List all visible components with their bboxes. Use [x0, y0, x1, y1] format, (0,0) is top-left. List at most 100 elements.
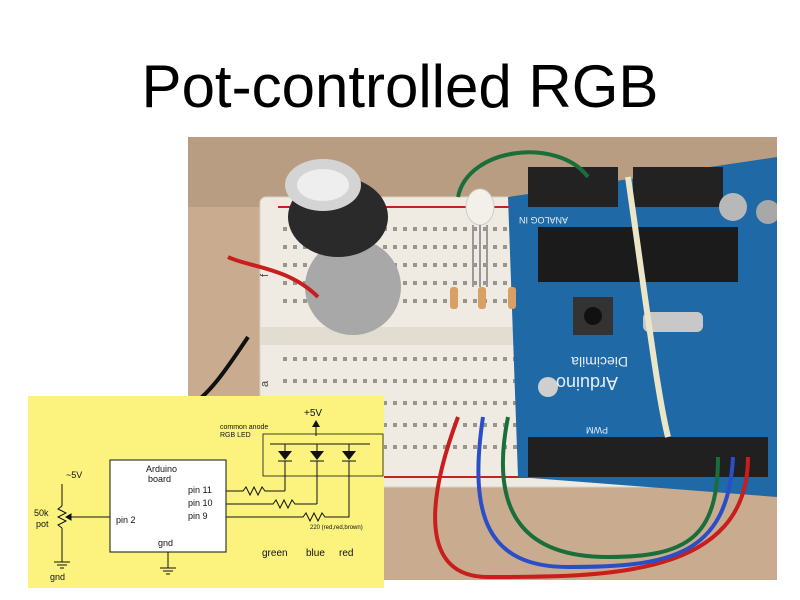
breadboard-hole	[483, 445, 487, 449]
breadboard-hole	[383, 357, 387, 361]
breadboard-hole	[453, 379, 457, 383]
pin11-label: pin 11	[188, 485, 212, 495]
breadboard-hole	[293, 299, 297, 303]
breadboard-hole	[383, 401, 387, 405]
breadboard-hole	[423, 423, 427, 427]
breadboard-hole	[433, 379, 437, 383]
breadboard-hole	[453, 245, 457, 249]
breadboard-hole	[493, 245, 497, 249]
breadboard-hole	[453, 281, 457, 285]
breadboard-hole	[303, 263, 307, 267]
breadboard-hole	[303, 357, 307, 361]
breadboard-hole	[463, 245, 467, 249]
potentiometer	[285, 159, 401, 335]
breadboard-hole	[413, 445, 417, 449]
pot-label-line2: pot	[36, 519, 49, 529]
breadboard-hole	[433, 357, 437, 361]
breadboard-hole	[473, 357, 477, 361]
breadboard-hole	[413, 227, 417, 231]
breadboard-hole	[323, 379, 327, 383]
rgb-led	[465, 188, 495, 287]
breadboard-hole	[373, 357, 377, 361]
pwm-label: PWM	[586, 425, 608, 435]
breadboard-hole	[483, 227, 487, 231]
board-title-line2: board	[148, 474, 171, 484]
breadboard-hole	[283, 357, 287, 361]
led-label-line2: RGB LED	[220, 432, 251, 439]
breadboard-hole	[373, 379, 377, 383]
led-label-line1: common anode	[220, 424, 268, 431]
led-box	[262, 433, 384, 477]
arduino-breadboard-photo: f a Arduino Diecimila ANALOG IN PWM	[188, 137, 777, 580]
breadboard-hole	[443, 299, 447, 303]
breadboard-hole	[483, 423, 487, 427]
breadboard-hole	[483, 357, 487, 361]
breadboard-hole	[303, 299, 307, 303]
breadboard-hole	[433, 299, 437, 303]
breadboard-hole	[363, 379, 367, 383]
breadboard-hole	[353, 379, 357, 383]
breadboard-hole	[283, 227, 287, 231]
board-text: Diecimila	[571, 354, 628, 370]
arduino-board-box	[109, 459, 227, 553]
breadboard-hole	[513, 423, 517, 427]
breadboard-hole	[443, 401, 447, 405]
breadboard-hole	[493, 445, 497, 449]
breadboard-hole	[473, 423, 477, 427]
breadboard-hole	[283, 245, 287, 249]
breadboard-hole	[393, 357, 397, 361]
breadboard-hole	[473, 401, 477, 405]
breadboard-hole	[413, 423, 417, 427]
breadboard-hole	[403, 379, 407, 383]
breadboard-hole	[403, 227, 407, 231]
color-label-blue: blue	[306, 548, 325, 559]
breadboard-hole	[303, 379, 307, 383]
breadboard-hole	[513, 401, 517, 405]
breadboard-hole	[423, 379, 427, 383]
breadboard-hole	[293, 357, 297, 361]
breadboard-hole	[443, 281, 447, 285]
breadboard-hole	[413, 263, 417, 267]
breadboard-hole	[503, 263, 507, 267]
breadboard-hole	[453, 263, 457, 267]
breadboard-hole	[493, 299, 497, 303]
resistors	[450, 287, 516, 309]
breadboard-hole	[483, 263, 487, 267]
breadboard-hole	[503, 227, 507, 231]
breadboard-hole	[393, 379, 397, 383]
breadboard-hole	[463, 445, 467, 449]
breadboard-hole	[413, 245, 417, 249]
breadboard-hole	[433, 263, 437, 267]
breadboard-hole	[433, 423, 437, 427]
breadboard-hole	[413, 299, 417, 303]
slide-title: Pot-controlled RGB	[141, 53, 659, 120]
breadboard-hole	[463, 299, 467, 303]
breadboard-hole	[393, 227, 397, 231]
breadboard-hole	[433, 445, 437, 449]
breadboard-hole	[483, 245, 487, 249]
breadboard-hole	[393, 423, 397, 427]
breadboard-hole	[493, 263, 497, 267]
breadboard-hole	[463, 263, 467, 267]
breadboard-hole	[283, 379, 287, 383]
breadboard-hole	[303, 281, 307, 285]
pin-resistors	[226, 485, 350, 523]
breadboard-hole	[343, 357, 347, 361]
breadboard-hole	[393, 401, 397, 405]
breadboard-hole	[343, 379, 347, 383]
breadboard-hole	[313, 357, 317, 361]
breadboard-hole	[403, 245, 407, 249]
breadboard-hole	[383, 379, 387, 383]
resistor-label: 220 (red,red,brown)	[310, 525, 363, 531]
breadboard-hole	[443, 379, 447, 383]
breadboard-hole	[293, 379, 297, 383]
breadboard-hole	[443, 357, 447, 361]
breadboard-hole	[483, 401, 487, 405]
gnd-label: gnd	[50, 572, 65, 582]
breadboard-hole	[463, 401, 467, 405]
breadboard-hole	[363, 357, 367, 361]
pin10-label: pin 10	[188, 498, 213, 508]
breadboard-hole	[443, 227, 447, 231]
pin9-label: pin 9	[188, 511, 208, 521]
bb-row-labels-top: f	[259, 273, 271, 277]
